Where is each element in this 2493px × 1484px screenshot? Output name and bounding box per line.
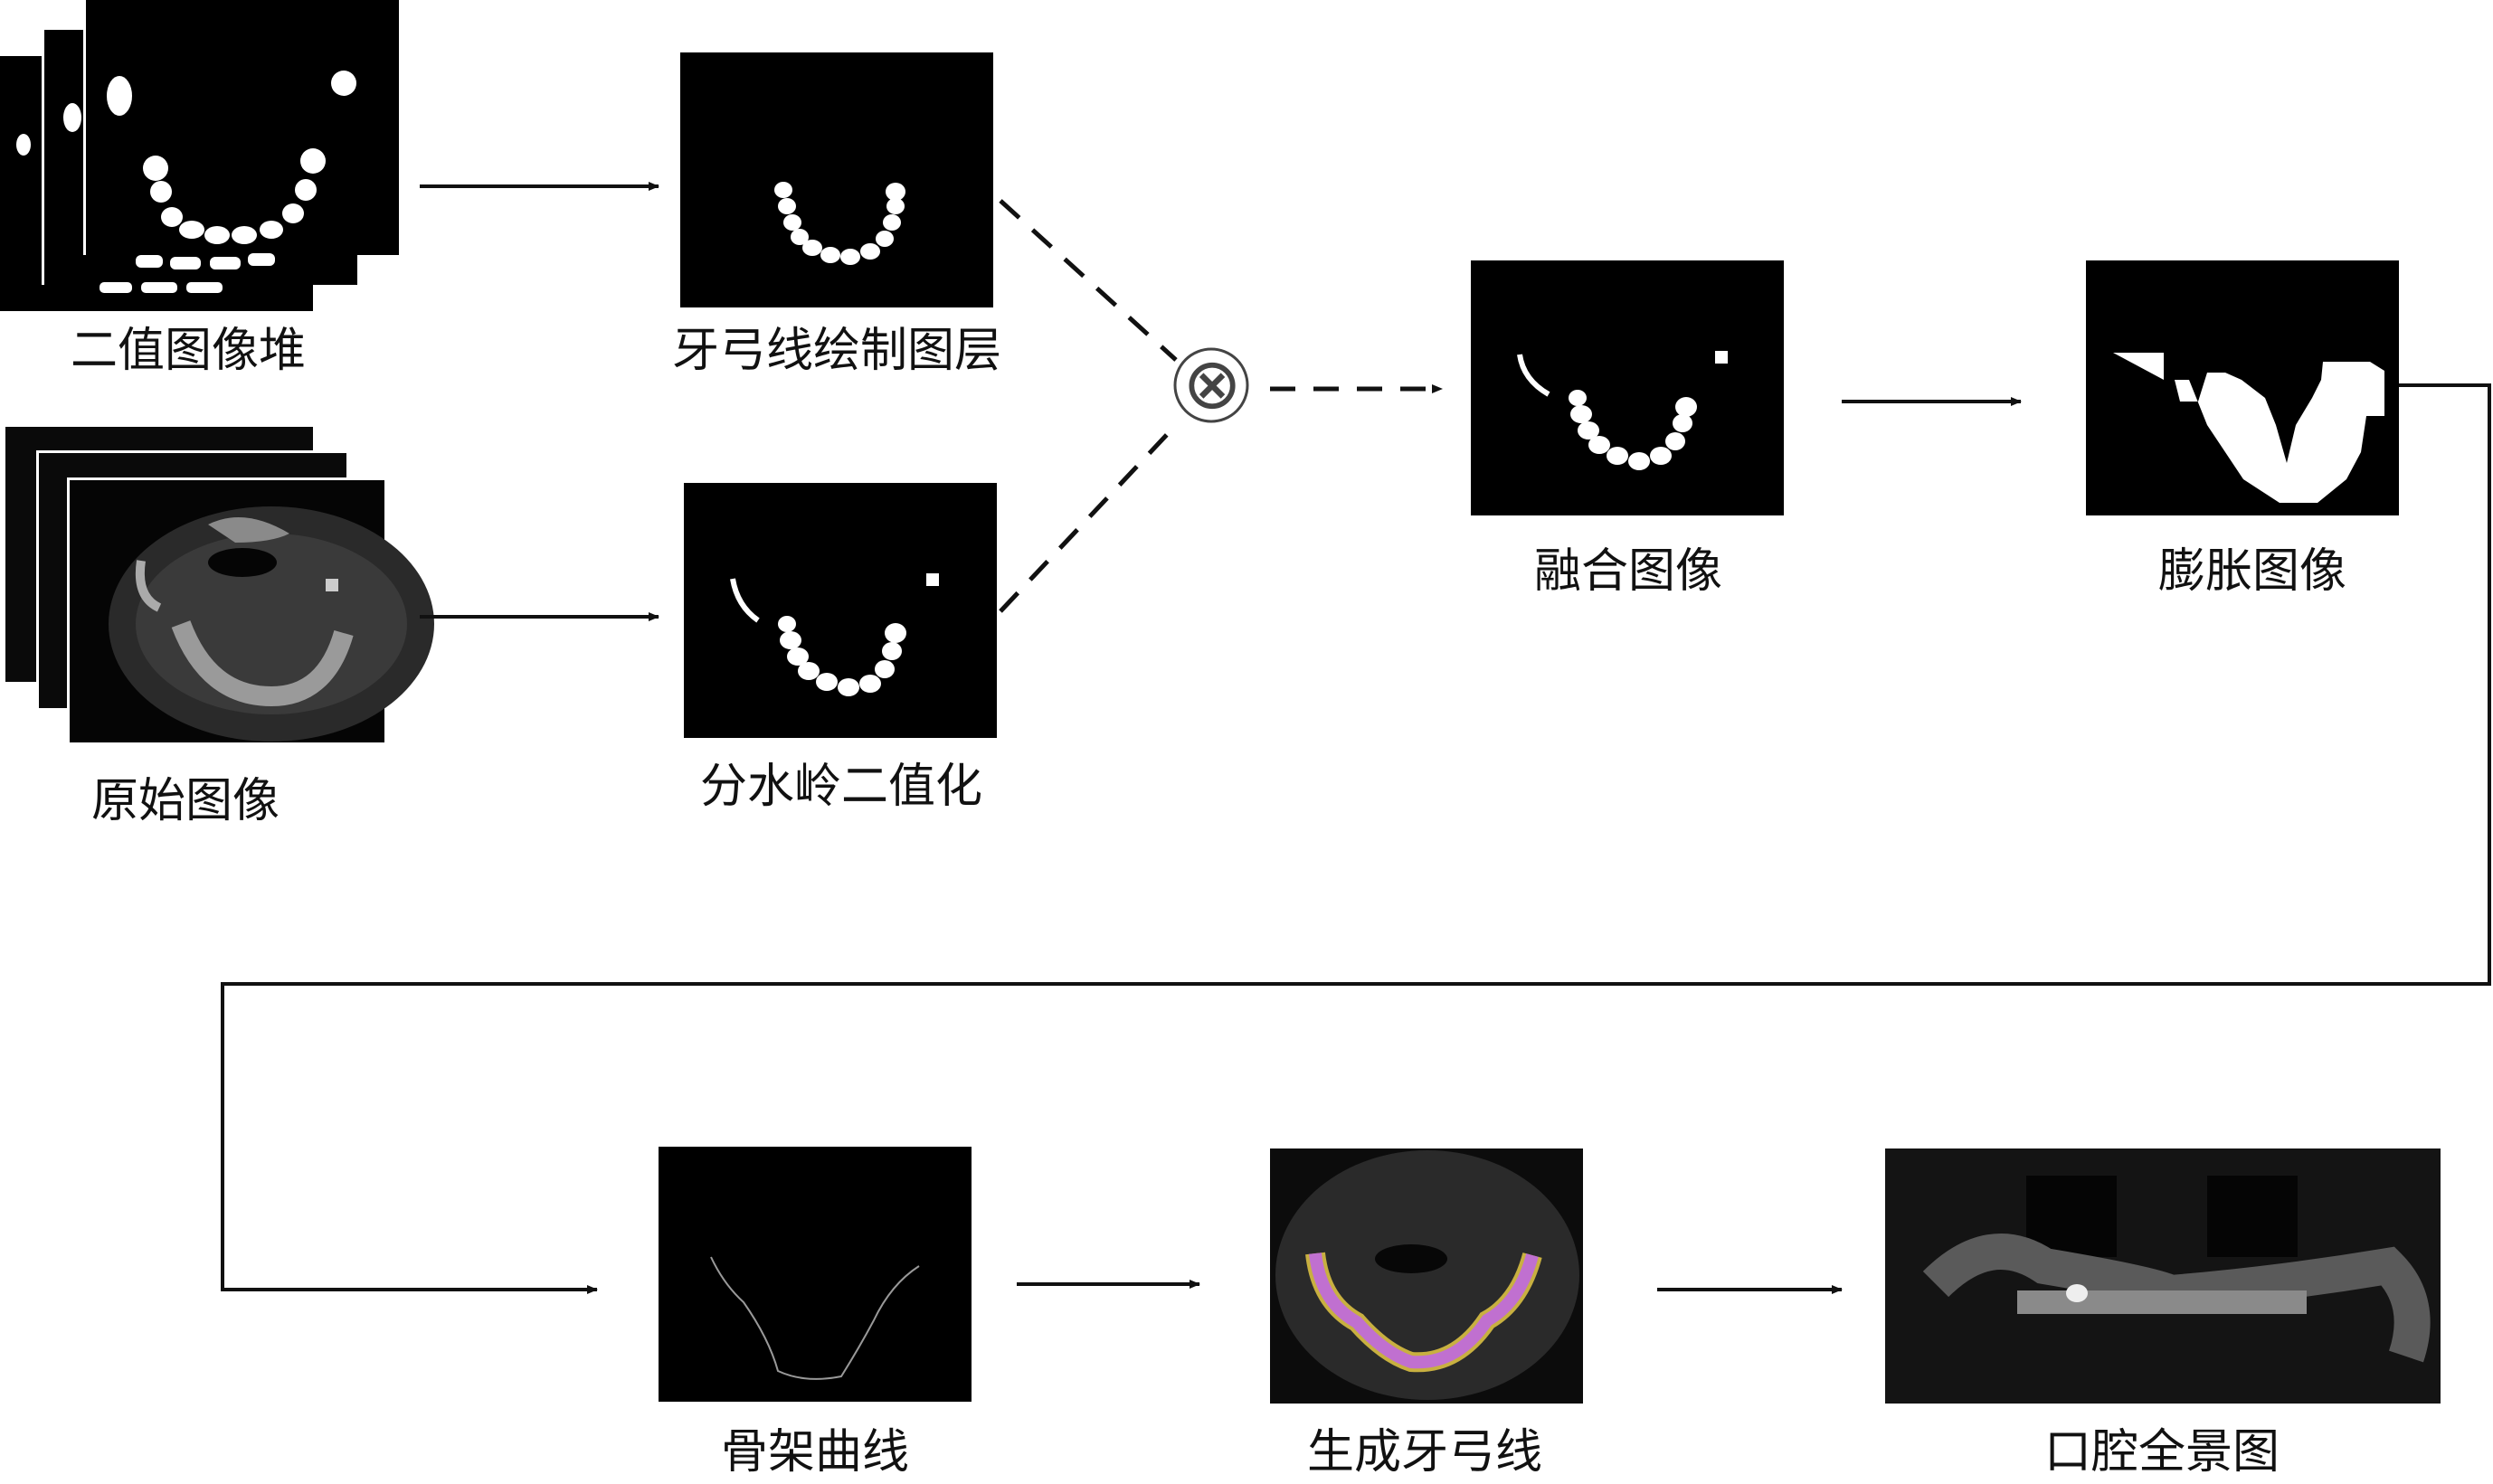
skeleton-curve — [710, 1256, 920, 1380]
panorama-drawing — [1922, 1176, 2431, 1363]
arch-layer-teeth — [774, 182, 905, 265]
original-ct-slice — [109, 506, 434, 742]
label-generated-arch: 生成牙弓线 — [1306, 1425, 1542, 1479]
label-watershed: 分水岭二值化 — [699, 760, 982, 814]
label-original: 原始图像 — [90, 774, 280, 828]
generated-arch-drawing — [1275, 1150, 1579, 1400]
dilated-blob — [2113, 353, 2384, 503]
binary-stack-teeth — [16, 71, 356, 293]
connector-dilated-to-skeleton — [221, 383, 2491, 1294]
stack-layer-front — [83, 0, 399, 255]
multiply-operator-icon: ⊗ — [1182, 344, 1242, 425]
skeleton-image — [659, 1147, 972, 1402]
label-binary-stack: 二值图像堆 — [70, 324, 306, 378]
operator-circle — [1173, 347, 1249, 423]
watershed-image — [684, 483, 997, 738]
label-skeleton: 骨架曲线 — [720, 1425, 909, 1479]
label-arch-layer: 牙弓线绘制图层 — [671, 324, 1001, 378]
fused-teeth — [1517, 351, 1728, 470]
label-dilated: 膨胀图像 — [2157, 544, 2346, 599]
dash-watershed-to-op — [999, 423, 1178, 613]
label-fused: 融合图像 — [1533, 544, 1722, 599]
label-panorama: 口腔全景图 — [2043, 1425, 2280, 1479]
fused-image — [1471, 260, 1784, 515]
watershed-teeth — [730, 573, 939, 696]
arch-layer-image — [680, 52, 993, 307]
dash-arch-to-op — [999, 199, 1178, 362]
